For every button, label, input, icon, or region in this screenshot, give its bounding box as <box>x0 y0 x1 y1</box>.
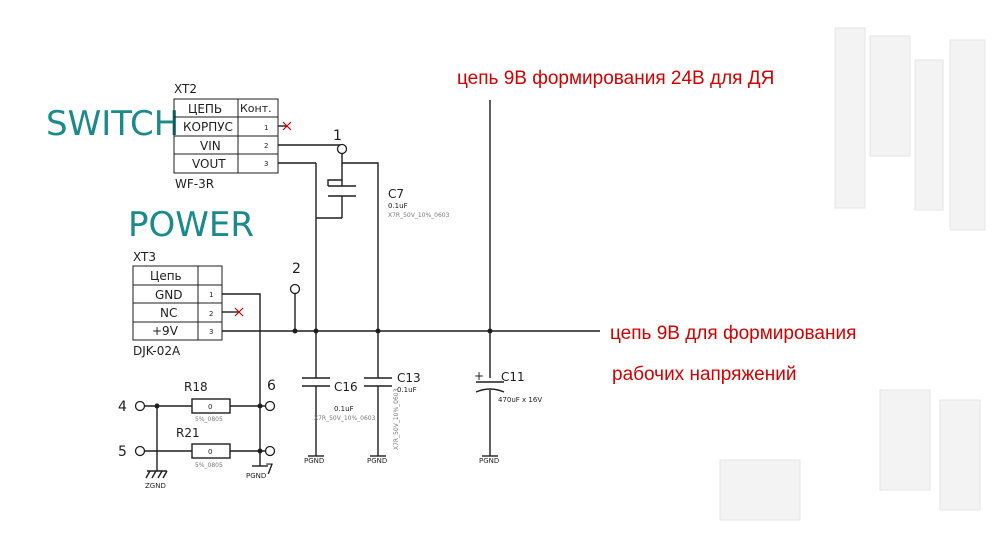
resistor-block: 4 6 R18 0 5%_0805 5 7 R21 0 5%_0805 <box>118 378 276 490</box>
zgnd-symbol: ZGND <box>145 470 168 490</box>
xt3-ref: XT3 <box>133 250 156 264</box>
testpoint-1: 1 <box>333 128 348 155</box>
xt3-net-3: +9V <box>152 324 179 338</box>
xt2-net-2: VIN <box>200 139 221 153</box>
testpoint-7-label: 7 <box>265 462 274 478</box>
c7-value: 0.1uF <box>388 202 408 210</box>
resistor-r21: R21 0 5%_0805 <box>176 426 231 469</box>
r21-ref: R21 <box>176 426 200 440</box>
xt2-pin-2: 2 <box>264 142 268 150</box>
c11-ref: C11 <box>501 370 525 384</box>
xt3-pin-2: 2 <box>209 310 213 318</box>
connector-xt2: XT2 ЦЕПЬ Конт. КОРПУС VIN VOUT 1 2 3 WF-… <box>173 82 292 191</box>
testpoint-2: 2 <box>289 261 301 295</box>
pgnd-label-r: PGND <box>246 472 266 480</box>
testpoint-5-label: 5 <box>118 444 127 460</box>
c11-ground-label: PGND <box>479 457 499 465</box>
note-9v-working-line1: цепь 9В для формирования <box>610 323 856 344</box>
connector-xt3: XT3 Цепь GND NC +9V 1 2 3 DJK-02A <box>132 250 244 358</box>
wires <box>222 100 600 406</box>
xt3-type: DJK-02A <box>133 344 181 358</box>
xt2-net-3: VOUT <box>192 157 226 171</box>
c13-spec: X7R_50V_10%_0603 <box>393 388 400 450</box>
c13-ref: C13 <box>397 371 421 385</box>
xt2-type: WF-3R <box>175 177 214 191</box>
xt3-head-net: Цепь <box>150 269 182 283</box>
zgnd-label: ZGND <box>145 482 166 490</box>
testpoint-6-label: 6 <box>267 378 276 394</box>
xt2-pin1-noconnect-mark <box>282 121 292 131</box>
c11-polarity: + <box>474 369 484 383</box>
r21-spec: 5%_0805 <box>195 462 223 469</box>
resistor-r18: R18 0 5%_0805 <box>184 380 231 423</box>
capacitor-c16: C16 0.1uF X7R_50V_10%_0603 PGND <box>302 377 376 465</box>
xt2-head-net: ЦЕПЬ <box>188 102 222 116</box>
switch-heading: SWITCH <box>46 104 179 144</box>
r21-value: 0 <box>208 448 212 456</box>
c7-spec: X7R_50V_10%_0603 <box>388 212 450 219</box>
xt3-pin2-noconnect-mark <box>234 307 244 317</box>
testpoint-2-label: 2 <box>292 261 301 277</box>
testpoint-1-label: 1 <box>333 128 342 144</box>
xt2-pin-1: 1 <box>264 124 268 132</box>
xt2-head-contact: Конт. <box>240 102 272 115</box>
xt2-pin-3: 3 <box>264 160 268 168</box>
xt3-net-2: NC <box>160 306 177 320</box>
xt2-net-1: КОРПУС <box>183 120 233 134</box>
power-heading: POWER <box>128 205 254 245</box>
capacitor-c11: + C11 470uF x 16V PGND <box>474 369 542 465</box>
note-9v-for-24v: цепь 9В формирования 24В для ДЯ <box>457 68 774 89</box>
capacitor-c7: C7 0.1uF X7R_50V_10%_0603 <box>328 180 450 219</box>
r18-ref: R18 <box>184 380 208 394</box>
c11-value: 470uF x 16V <box>498 396 542 404</box>
capacitor-c13: C13 0.1uF X7R_50V_10%_0603 PGND <box>364 371 421 465</box>
xt3-pin-1: 1 <box>209 291 213 299</box>
r18-spec: 5%_0805 <box>195 416 223 423</box>
c16-spec: X7R_50V_10%_0603 <box>314 415 376 422</box>
c16-ground-label: PGND <box>304 457 324 465</box>
xt2-ref: XT2 <box>174 82 197 96</box>
xt3-pin-3: 3 <box>209 328 213 336</box>
c16-ref: C16 <box>334 380 358 394</box>
background-artifacts <box>719 27 986 521</box>
c13-value: 0.1uF <box>397 386 417 394</box>
c13-ground-label: PGND <box>367 457 387 465</box>
c16-value: 0.1uF <box>334 405 354 413</box>
c7-ref: C7 <box>388 187 404 201</box>
testpoint-4-label: 4 <box>118 399 127 415</box>
pgnd-symbol-r: PGND <box>246 465 268 480</box>
r18-value: 0 <box>208 403 212 411</box>
xt3-net-1: GND <box>155 288 183 302</box>
note-9v-working-line2: рабочих напряжений <box>612 364 796 385</box>
